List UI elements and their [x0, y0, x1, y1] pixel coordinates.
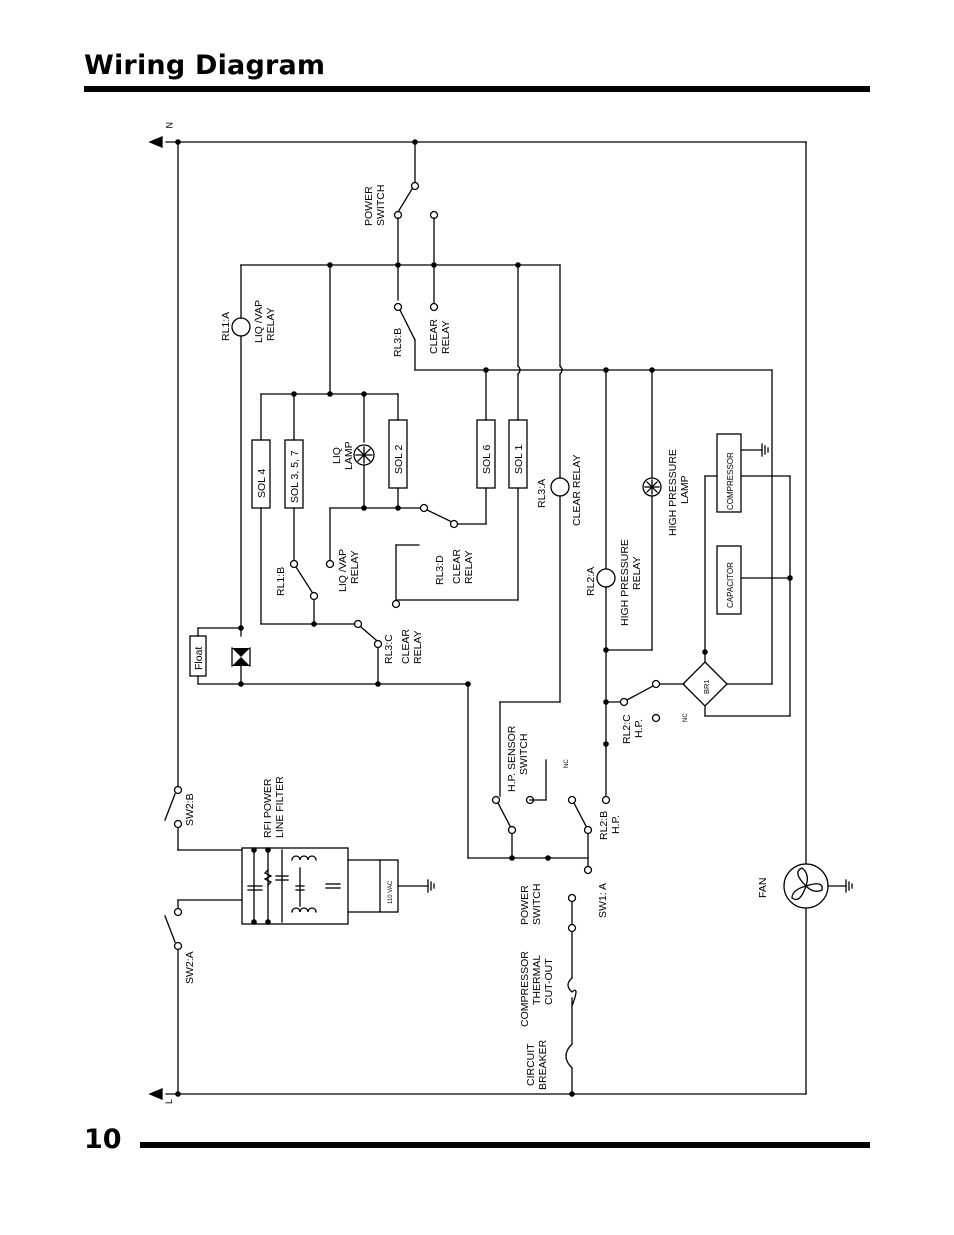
liq-vap-relay-b-label-1: LIQ /VAP [337, 549, 349, 592]
rl2c-contact [619, 679, 685, 723]
rl3a-label: RL3:A [536, 479, 548, 508]
nc-rl2b-label: NC [564, 759, 570, 768]
clear-relay-d-label-1: CLEAR [451, 549, 463, 584]
circuit-breaker-label-1: CIRCUIT [525, 1043, 537, 1086]
rl3a-coil [499, 477, 570, 797]
line-terminal-label: L [164, 1099, 174, 1104]
sol4-label: SOL 4 [256, 468, 268, 498]
outer-frame-wires [165, 141, 807, 1095]
page-number: 10 [84, 1124, 122, 1155]
rfi-filter-label-2: LINE FILTER [274, 776, 286, 838]
liq-vap-relay-a-label-2: RELAY [265, 307, 277, 341]
terminal-arrows [148, 136, 163, 1100]
clear-relay-c-label-1: CLEAR [400, 629, 412, 664]
hp-lamp [605, 477, 662, 651]
rl3c-label: RL3:C [383, 634, 395, 664]
page-title: Wiring Diagram [84, 50, 326, 81]
hp-relay-label-1: HIGH PRESSURE [619, 539, 631, 626]
sol357-label: SOL 3, 5, 7 [289, 450, 301, 503]
solenoid-bus-wires [260, 393, 399, 443]
rl3c-contact [353, 599, 401, 685]
solenoid-lower-wires [260, 487, 519, 625]
compressor-capacitor [704, 433, 791, 653]
hp-relay-label-2: RELAY [631, 556, 643, 590]
junction-dots [175, 139, 793, 1097]
sol1-label: SOL 1 [513, 444, 525, 474]
rl1a-label: RL1:A [220, 312, 232, 341]
neutral-terminal-label: N [164, 122, 174, 129]
rl1b-contact [260, 559, 359, 625]
power-switch-top-label-1: POWER [363, 186, 375, 226]
rl2c-label-1: RL2:C [621, 714, 633, 744]
rl3d-label: RL3:D [434, 555, 446, 585]
rl1b-label: RL1:B [275, 567, 287, 596]
rl2b-label-1: RL2:B [598, 811, 610, 840]
fan [783, 863, 853, 909]
float-valve [189, 627, 251, 685]
float-label: Float [193, 647, 205, 670]
sol2-label: SOL 2 [393, 444, 405, 474]
fan-label: FAN [757, 878, 769, 898]
circuit-breaker-label-2: BREAKER [537, 1039, 549, 1090]
sol6-label: SOL 6 [481, 444, 493, 474]
sw1a-label: SW1: A [597, 883, 609, 918]
liq-lamp-label-2: LAMP [343, 441, 355, 470]
power-switch-bottom-label-1: POWER [519, 885, 531, 925]
clear-relay-a-label: CLEAR RELAY [571, 454, 583, 526]
cutout-label-1: COMPRESSOR [519, 951, 531, 1027]
vac-label: 110 VAC [388, 880, 394, 904]
rl3b-label: RL3:B [392, 328, 404, 357]
rl2a-label: RL2:A [585, 567, 597, 596]
hp-sensor-switch-label-1: H.P. SENSOR [506, 725, 518, 792]
hp-lamp-label-1: HIGH PRESSURE [667, 449, 679, 536]
liq-vap-relay-a-label-1: LIQ /VAP [253, 300, 265, 343]
rl2c-label-2: H.P. [633, 719, 645, 738]
br1-label: BR1 [702, 679, 711, 694]
power-switch-top [393, 141, 439, 304]
sw2-switches [164, 785, 243, 951]
header-rule [84, 86, 870, 92]
footer-rule [140, 1142, 870, 1148]
sw2a-label: SW2:A [184, 951, 196, 984]
liq-vap-relay-b-label-2: RELAY [349, 550, 361, 584]
hp-sensor-switch [491, 759, 547, 859]
clear-relay-c-label-2: RELAY [412, 630, 424, 664]
clear-relay-d-label-2: RELAY [463, 550, 475, 584]
cutout-label-3: CUT-OUT [543, 958, 555, 1005]
clear-relay-b-label-1: CLEAR [428, 319, 440, 354]
rfi-filter [241, 847, 435, 925]
compressor-label: COMPRESSOR [726, 452, 735, 510]
clear-relay-b-label-2: RELAY [440, 320, 452, 354]
hp-lamp-label-2: LAMP [679, 475, 691, 504]
power-switch-bottom-label-2: SWITCH [531, 884, 543, 925]
capacitor-label: CAPACITOR [726, 562, 735, 608]
br1-bridge [682, 475, 791, 717]
hp-bus-wires [485, 369, 773, 685]
liq-lamp [353, 444, 375, 509]
rfi-filter-label-1: RFI POWER [262, 778, 274, 838]
cutout-label-2: THERMAL [531, 955, 543, 1005]
hp-sensor-switch-label-2: SWITCH [518, 734, 530, 775]
rl3b-contact [393, 302, 773, 371]
nc-rl2c-label: NC [683, 713, 689, 722]
rl2b-contact [567, 795, 611, 869]
rl2b-label-2: H.P. [610, 815, 622, 834]
rl3d-contact [395, 503, 459, 601]
rl1a-coil [231, 317, 251, 685]
power-switch-bottom [565, 865, 593, 1095]
sw2b-label: SW2:B [184, 793, 196, 826]
power-switch-top-label-2: SWITCH [375, 185, 387, 226]
liq-lamp-label-1: LIQ [331, 447, 343, 464]
